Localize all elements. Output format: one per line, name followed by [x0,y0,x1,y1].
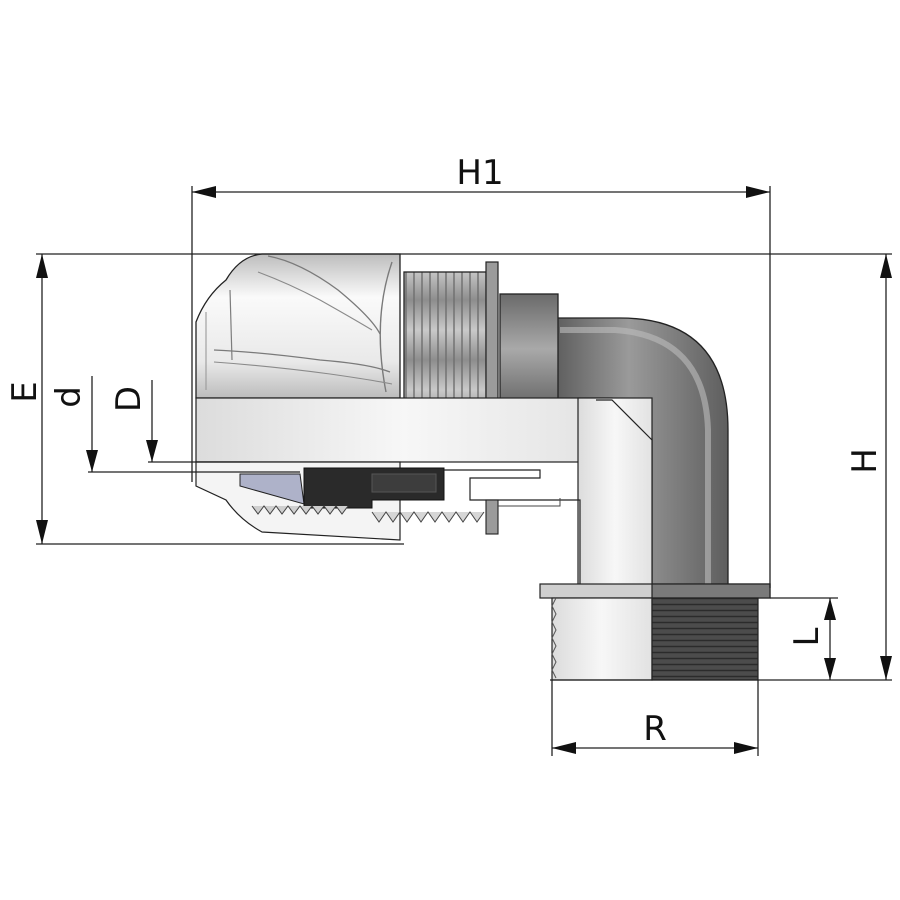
arrow-r-right [734,742,758,754]
arrow-d-large [146,440,158,462]
arrow-r-left [552,742,576,754]
label-h1: H1 [456,153,503,193]
arrow-h1-left [192,186,216,198]
label-r: R [643,709,667,749]
arrow-h1-right [746,186,770,198]
dimension-labels: H1 H E d D L R [5,153,885,749]
inner-thread-teeth [251,505,485,523]
arrow-l-bottom [824,658,836,680]
section-face-vertical [577,397,653,589]
arrow-h-bottom [880,656,892,680]
fitting-body [195,253,771,681]
compression-nut [195,253,401,399]
label-d-large: D [109,386,149,412]
coupling-thread [403,271,497,401]
section-face-upper [195,397,613,463]
arrow-d-small [86,450,98,472]
body-collar [499,293,559,405]
male-thread [651,597,759,681]
label-l: L [787,627,827,646]
dimension-lines [36,186,892,756]
male-thread-section [551,597,653,681]
inner-wall [444,469,581,588]
arrow-l-top [824,598,836,620]
arrow-e-top [36,254,48,278]
arrow-h-top [880,254,892,278]
label-h: H [845,448,885,474]
label-e: E [5,381,45,402]
label-d-small: d [49,386,89,408]
arrow-e-bottom [36,520,48,544]
thread-shoulder [485,261,499,405]
